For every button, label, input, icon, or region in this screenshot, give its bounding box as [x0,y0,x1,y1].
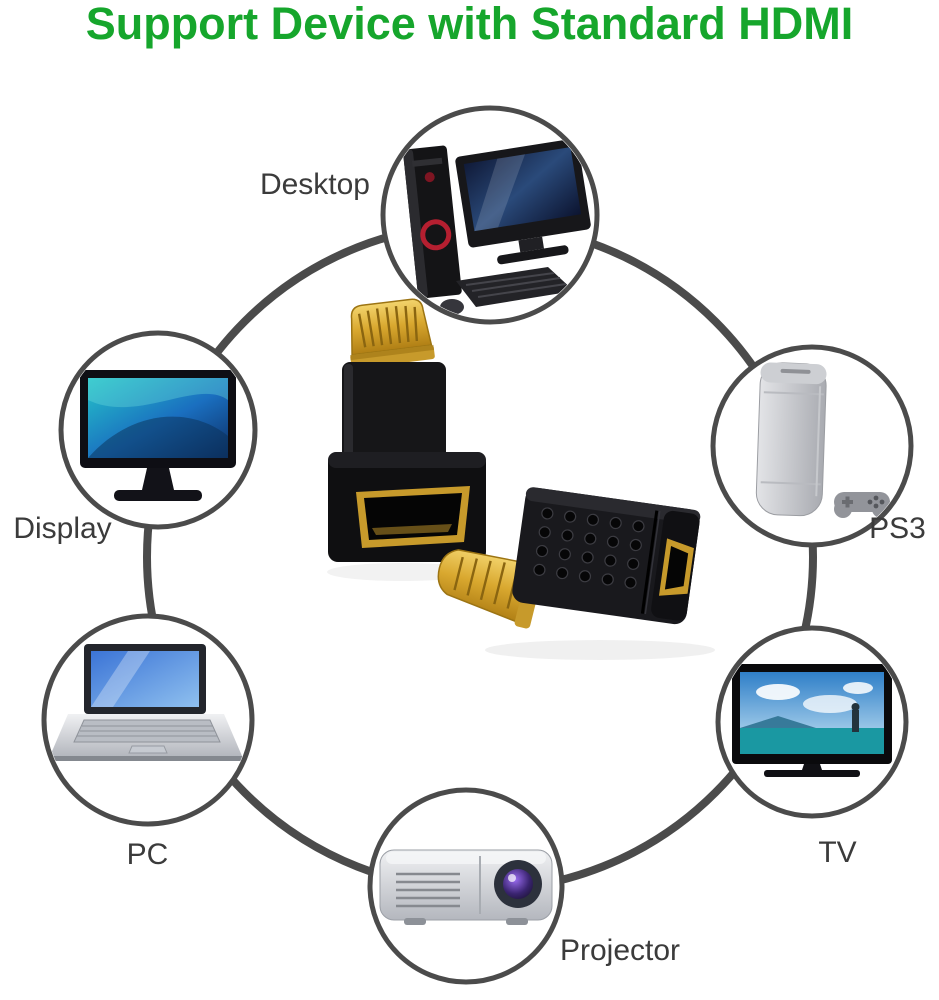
projector-icon [379,849,553,925]
label-pc: PC [126,838,169,871]
label-ps3: PS3 [869,512,926,545]
label-display: Display [13,512,112,545]
game-controller-icon [834,492,890,518]
adapter-shadow [485,640,715,660]
label-tv: TV [818,836,857,869]
label-desktop: Desktop [259,168,370,201]
monitor-icon [80,370,236,501]
page-title: Support Device with Standard HDMI [85,0,854,49]
desktop-computer-icon [403,138,591,315]
hdmi-adapter-flat-icon [437,487,701,629]
ps3-console-icon [755,362,890,518]
tv-icon [732,664,892,777]
label-projector: Projector [559,934,681,967]
hdmi-adapter-90-degree-icon [328,298,486,562]
laptop-icon [50,644,242,761]
